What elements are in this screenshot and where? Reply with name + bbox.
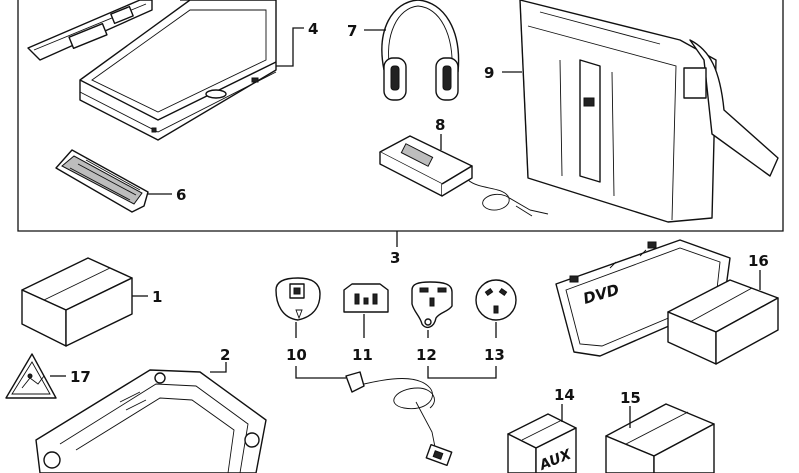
part-16-box	[667, 270, 779, 365]
callout-15: 15	[620, 389, 641, 407]
callout-6: 6	[176, 186, 186, 204]
part-8-power-adapter	[379, 134, 549, 217]
callout-11: 11	[352, 346, 373, 364]
callout-14: 14	[554, 386, 575, 404]
callout-16: 16	[748, 252, 769, 270]
part-15-box	[605, 403, 715, 473]
part-4-portable-dvd-player	[27, 0, 304, 141]
kit-frame	[17, 0, 784, 247]
part-1-box	[21, 257, 148, 347]
part-9-carrying-bag	[502, 0, 779, 223]
part-7-headphones	[364, 0, 460, 101]
callout-7: 7	[347, 22, 357, 40]
part-17-warning-label	[5, 353, 66, 399]
part-13-plug-round	[475, 279, 517, 338]
callout-4: 4	[308, 20, 318, 38]
callout-3: 3	[390, 249, 400, 267]
callout-13: 13	[484, 346, 505, 364]
part-14-aux-box	[507, 404, 577, 473]
part-10-plug-europe	[275, 277, 321, 338]
callout-17: 17	[70, 368, 91, 386]
callout-9: 9	[484, 64, 494, 82]
callout-1: 1	[152, 288, 162, 306]
callout-8: 8	[435, 116, 445, 134]
part-12-plug-uk	[411, 281, 453, 338]
callout-2: 2	[220, 346, 230, 364]
power-cable	[295, 366, 497, 467]
callout-10: 10	[286, 346, 307, 364]
callout-12: 12	[416, 346, 437, 364]
part-2-mounting-bracket	[35, 362, 267, 473]
part-11-plug-type	[343, 283, 389, 338]
part-6-remote-control	[55, 149, 172, 213]
